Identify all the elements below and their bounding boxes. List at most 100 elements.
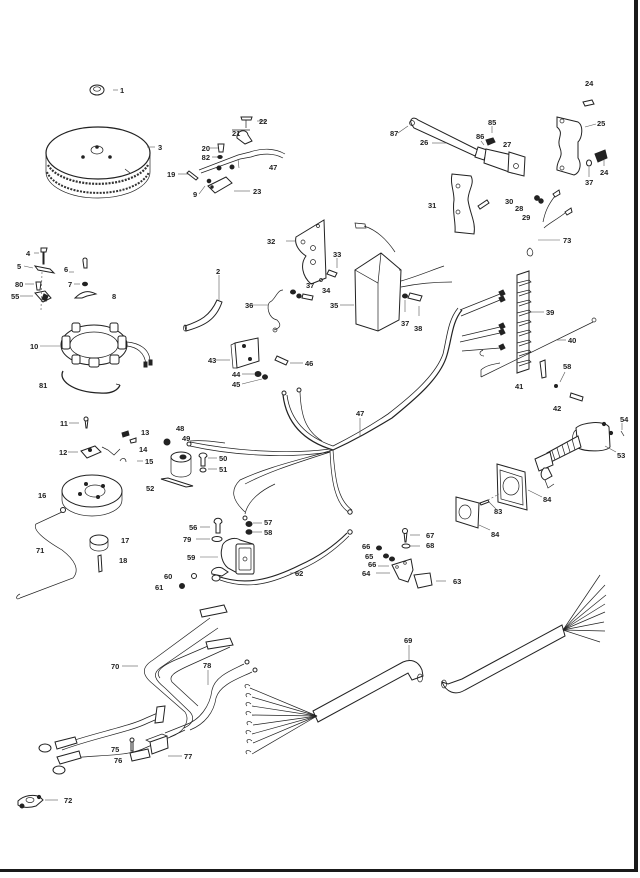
- label-70: 70: [111, 662, 119, 671]
- label-37-upper: 37: [585, 178, 593, 187]
- label-66-lower: 66: [368, 560, 376, 569]
- label-34: 34: [322, 286, 331, 295]
- fuse-holder-group: [129, 659, 258, 762]
- timer-base-group: [16, 416, 143, 600]
- cutout-switch-group: [178, 116, 286, 195]
- label-37-bracket: 37: [306, 281, 314, 290]
- label-9: 9: [193, 190, 197, 199]
- label-24-top: 24: [585, 79, 594, 88]
- label-49: 49: [182, 434, 190, 443]
- label-60: 60: [164, 572, 172, 581]
- label-13: 13: [141, 428, 149, 437]
- label-44: 44: [232, 370, 241, 379]
- part-labels: 1 2 3 4 5 6 7 8 9 10 11 12 13 14 15 16 1…: [11, 79, 629, 805]
- label-63: 63: [453, 577, 461, 586]
- label-38: 38: [414, 324, 422, 333]
- stator: [40, 322, 153, 368]
- label-29: 29: [522, 213, 530, 222]
- label-32: 32: [267, 237, 275, 246]
- label-18: 18: [119, 556, 127, 565]
- label-31: 31: [428, 201, 436, 210]
- grommet-tube: [183, 275, 223, 332]
- battery-terminal-clamp: [17, 794, 58, 809]
- label-2: 2: [216, 267, 220, 276]
- starter-bracket: [450, 173, 573, 257]
- label-56: 56: [189, 523, 197, 532]
- label-85: 85: [488, 118, 496, 127]
- rectifier-bracket: [251, 219, 338, 333]
- label-40: 40: [568, 336, 576, 345]
- rectifier-module: [216, 337, 303, 385]
- ignition-switch: [455, 421, 625, 531]
- label-16: 16: [38, 491, 46, 500]
- label-5: 5: [17, 262, 21, 271]
- label-64: 64: [362, 569, 371, 578]
- label-72: 72: [64, 796, 72, 805]
- label-58-terminal: 58: [563, 362, 571, 371]
- starter-solenoid-lower: [179, 517, 353, 589]
- upper-bracket: [556, 99, 608, 177]
- label-73: 73: [563, 236, 571, 245]
- label-67: 67: [426, 531, 434, 540]
- label-68: 68: [426, 541, 434, 550]
- label-86: 86: [476, 132, 484, 141]
- label-77: 77: [184, 752, 192, 761]
- label-78: 78: [203, 661, 211, 670]
- page-frame-bottom: [0, 869, 638, 872]
- main-harness: [186, 307, 463, 521]
- label-12: 12: [59, 448, 67, 457]
- label-69: 69: [404, 636, 412, 645]
- label-53: 53: [617, 451, 625, 460]
- label-26: 26: [420, 138, 428, 147]
- label-84-lower: 84: [491, 530, 500, 539]
- rectifier-pack: [340, 222, 453, 332]
- label-36: 36: [245, 301, 253, 310]
- label-19: 19: [167, 170, 175, 179]
- choke-solenoid-bracket: [376, 528, 446, 589]
- label-46: 46: [305, 359, 313, 368]
- label-81: 81: [39, 381, 47, 390]
- stator-wire-clip: [61, 370, 121, 394]
- label-27: 27: [503, 140, 511, 149]
- label-15: 15: [145, 457, 153, 466]
- label-33: 33: [333, 250, 341, 259]
- label-76: 76: [114, 756, 122, 765]
- label-50: 50: [219, 454, 227, 463]
- label-45: 45: [232, 380, 240, 389]
- label-66-top: 66: [362, 542, 370, 551]
- label-42: 42: [553, 404, 561, 413]
- starter-motor: [397, 117, 526, 177]
- label-7: 7: [68, 280, 72, 289]
- flywheel: [45, 126, 155, 199]
- flywheel-nut: [89, 84, 118, 96]
- label-24-lower: 24: [600, 168, 609, 177]
- label-30: 30: [505, 197, 513, 206]
- label-55: 55: [11, 292, 19, 301]
- label-62: 62: [295, 569, 303, 578]
- label-21: 21: [232, 129, 240, 138]
- battery-cables: [38, 604, 234, 775]
- label-80: 80: [15, 280, 23, 289]
- label-25: 25: [597, 119, 605, 128]
- label-54: 54: [620, 415, 629, 424]
- label-4: 4: [26, 249, 31, 258]
- label-6: 6: [64, 265, 68, 274]
- label-11: 11: [60, 419, 68, 428]
- label-47-top: 47: [269, 163, 277, 172]
- label-35: 35: [330, 301, 338, 310]
- label-79: 79: [183, 535, 191, 544]
- label-3: 3: [158, 143, 162, 152]
- label-71: 71: [36, 546, 44, 555]
- label-14: 14: [139, 445, 148, 454]
- label-28: 28: [515, 204, 523, 213]
- label-8: 8: [112, 292, 116, 301]
- label-48: 48: [176, 424, 184, 433]
- label-17: 17: [121, 536, 129, 545]
- label-20: 20: [202, 144, 210, 153]
- label-1: 1: [120, 86, 124, 95]
- label-61: 61: [155, 583, 163, 592]
- label-37-rectifier: 37: [401, 319, 409, 328]
- label-23: 23: [253, 187, 261, 196]
- label-58-solenoid: 58: [264, 528, 272, 537]
